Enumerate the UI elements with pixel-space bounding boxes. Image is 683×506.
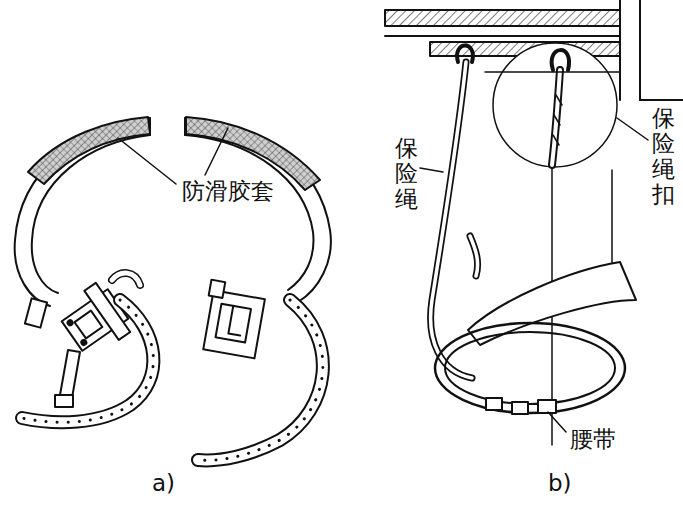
part-label: 腰带 (570, 426, 616, 454)
part-label: 保险绳扣 (652, 106, 675, 207)
part-label: 防滑胶套 (182, 178, 274, 206)
part-label: 保险绳 (395, 136, 418, 212)
subfigure-caption: b) (548, 470, 572, 498)
subfigure-caption: a) (152, 470, 175, 498)
